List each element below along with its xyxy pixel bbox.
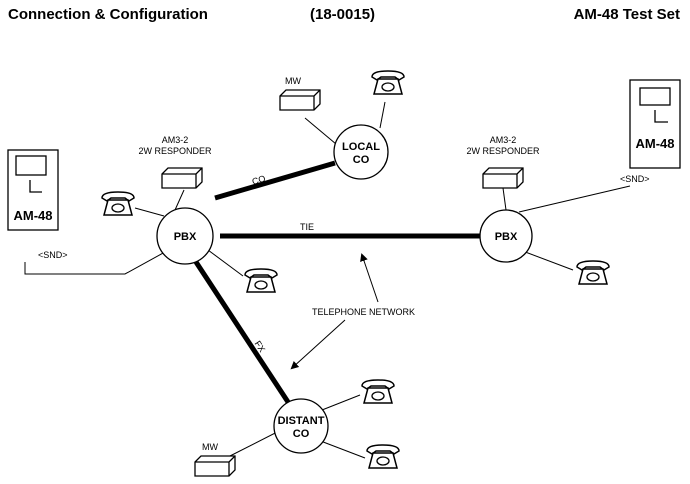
svg-text:CO: CO — [353, 154, 370, 166]
mw-top-box — [279, 89, 321, 111]
pbx-right-phone-line — [519, 249, 574, 271]
am48-right-port-label: <SND> — [620, 174, 650, 184]
pbx-left-responder-line — [174, 189, 185, 211]
pbx-right-responder-line — [502, 187, 507, 211]
distant-co-phone-line — [321, 394, 361, 411]
phone-pbx-left-1-icon — [101, 191, 135, 216]
phone-local-co-icon — [371, 70, 405, 95]
node-pbx-right: PBX — [479, 209, 533, 263]
co-trunk-line — [214, 160, 336, 201]
distant-co-phone2-line — [317, 439, 366, 459]
phone-distant-co-1-icon — [361, 379, 395, 404]
node-distant-co: DISTANT CO — [273, 398, 329, 454]
svg-text:DISTANT: DISTANT — [278, 415, 325, 427]
am48-left-label: AM-48 — [13, 208, 52, 223]
network-arrow-down — [290, 319, 346, 370]
am48-right-connection-line — [518, 185, 631, 213]
node-local-co: LOCAL CO — [333, 124, 389, 180]
mw-top-label: MW — [285, 76, 301, 86]
svg-text:LOCAL: LOCAL — [342, 141, 380, 153]
tie-link-label: TIE — [300, 222, 314, 232]
am48-left-device: AM-48 — [7, 149, 59, 231]
am48-right-device: AM-48 — [629, 79, 681, 169]
header-title-right: AM-48 Test Set — [573, 6, 680, 23]
responder-right-model: AM3-2 — [490, 135, 517, 145]
svg-text:CO: CO — [293, 428, 310, 440]
responder-right-box — [482, 167, 524, 189]
header-title-left: Connection & Configuration — [8, 6, 208, 23]
svg-text:PBX: PBX — [174, 231, 197, 243]
svg-text:PBX: PBX — [495, 231, 518, 243]
phone-pbx-right-icon — [576, 260, 610, 285]
responder-left-name: 2W RESPONDER — [138, 146, 212, 156]
pbx-left-phone2-line — [207, 249, 244, 277]
local-co-phone-line — [379, 101, 386, 129]
responder-left-box — [161, 167, 203, 189]
telephone-network-label: TELEPHONE NETWORK — [312, 307, 415, 317]
responder-left-model: AM3-2 — [162, 135, 189, 145]
header-doc-number: (18-0015) — [310, 6, 376, 23]
mw-bottom-box — [194, 455, 236, 477]
am48-left-port-label: <SND> — [38, 250, 68, 260]
pbx-left-phone-line — [134, 207, 165, 217]
network-arrow-up — [360, 253, 379, 303]
mw-bottom-label: MW — [202, 442, 218, 452]
phone-pbx-left-2-icon — [244, 268, 278, 293]
local-co-mw-line — [304, 117, 337, 145]
phone-distant-co-2-icon — [366, 444, 400, 469]
am48-right-label: AM-48 — [635, 136, 674, 151]
responder-right-name: 2W RESPONDER — [466, 146, 540, 156]
node-pbx-left: PBX — [156, 207, 214, 265]
co-link-label: CO — [251, 173, 267, 187]
am48-left-connection-line — [24, 251, 166, 275]
fx-trunk-line — [193, 260, 291, 404]
